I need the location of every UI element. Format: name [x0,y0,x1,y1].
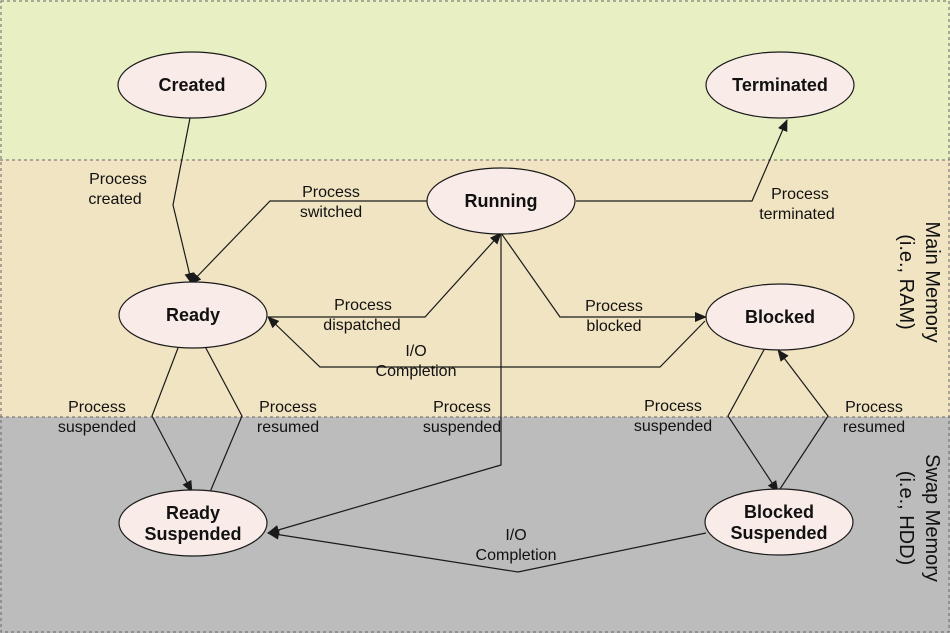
label-blocked-suspend-line2: suspended [634,418,712,435]
label-running-suspend-line2: suspended [423,419,501,436]
label-process-terminated-line2: terminated [759,206,835,223]
region-main-memory: Main Memory (i.e., RAM) [895,221,943,342]
label-process-blocked-line1: Process [585,298,643,315]
label-process-dispatched-line1: Process [334,297,392,314]
label-blocked-resume: Process resumed [843,399,905,436]
edge-blocked-to-blocked-suspended [727,347,779,493]
state-blocked: Blocked [705,283,855,351]
label-io-completion-swap-line1: I/O [505,527,526,544]
state-terminated: Terminated [705,51,855,119]
region-main-memory-line2: (i.e., RAM) [895,234,917,330]
region-swap-memory-line2: (i.e., HDD) [895,471,917,565]
label-process-switched: Process switched [300,184,362,221]
state-terminated-label: Terminated [732,75,828,95]
label-process-terminated-line1: Process [771,186,829,203]
label-ready-suspend: Process suspended [58,399,136,436]
label-process-dispatched-line2: dispatched [323,317,400,334]
edge-running-to-ready-suspended [267,233,502,535]
label-running-suspend-line1: Process [433,399,491,416]
label-blocked-suspend-line1: Process [644,398,702,415]
state-running: Running [426,167,576,235]
state-ready-suspended-label-line2: Suspended [144,524,241,544]
label-io-completion-main-line2: Completion [376,363,457,380]
label-io-completion-swap-line2: Completion [476,547,557,564]
edge-running-to-ready [189,200,428,285]
label-process-created: Process created [88,171,147,208]
label-process-dispatched: Process dispatched [323,297,400,334]
region-main-memory-line1: Main Memory [921,221,943,342]
state-ready-suspended-label-line1: Ready [166,503,220,523]
state-ready-suspended: Ready Suspended [118,489,268,557]
edge-ready-to-ready-suspended [151,347,193,493]
label-process-switched-line1: Process [302,184,360,201]
label-ready-suspend-line1: Process [68,399,126,416]
region-swap-memory-line1: Swap Memory [921,454,943,582]
state-ready-label: Ready [166,305,220,325]
label-io-completion-main: I/O Completion [376,343,457,380]
label-ready-resume-line1: Process [259,399,317,416]
label-process-created-line1: Process [89,171,147,188]
region-swap-memory: Swap Memory (i.e., HDD) [895,454,943,582]
label-ready-resume: Process resumed [257,399,319,436]
state-blocked-label: Blocked [745,307,815,327]
edge-ready-suspended-to-ready [191,321,243,493]
state-blocked-suspended-label-line2: Suspended [730,523,827,543]
label-process-blocked-line2: blocked [586,318,641,335]
edge-blocked-suspended-to-ready-suspended [267,529,707,573]
label-io-completion-main-line1: I/O [405,343,426,360]
label-ready-resume-line2: resumed [257,419,319,436]
edge-created-to-ready [172,117,195,285]
label-blocked-resume-line2: resumed [843,419,905,436]
state-created-label: Created [158,75,225,95]
state-blocked-suspended-label-line1: Blocked [744,502,814,522]
state-blocked-suspended: Blocked Suspended [704,488,854,556]
label-blocked-suspend: Process suspended [634,398,712,435]
edge-running-to-blocked [500,232,707,322]
label-process-switched-line2: switched [300,204,362,221]
state-created: Created [117,51,267,119]
label-running-suspend: Process suspended [423,399,501,436]
label-process-terminated: Process terminated [759,186,835,223]
label-ready-suspend-line2: suspended [58,419,136,436]
state-ready: Ready [118,281,268,349]
label-io-completion-swap: I/O Completion [476,527,557,564]
label-process-created-line2: created [88,191,141,208]
edge-blocked-to-ready [267,316,706,368]
label-blocked-resume-line1: Process [845,399,903,416]
edge-running-to-terminated [576,119,788,202]
edge-blocked-suspended-to-blocked [777,349,829,493]
label-process-blocked: Process blocked [585,298,643,335]
state-running-label: Running [465,191,538,211]
edge-ready-to-running [268,232,502,318]
